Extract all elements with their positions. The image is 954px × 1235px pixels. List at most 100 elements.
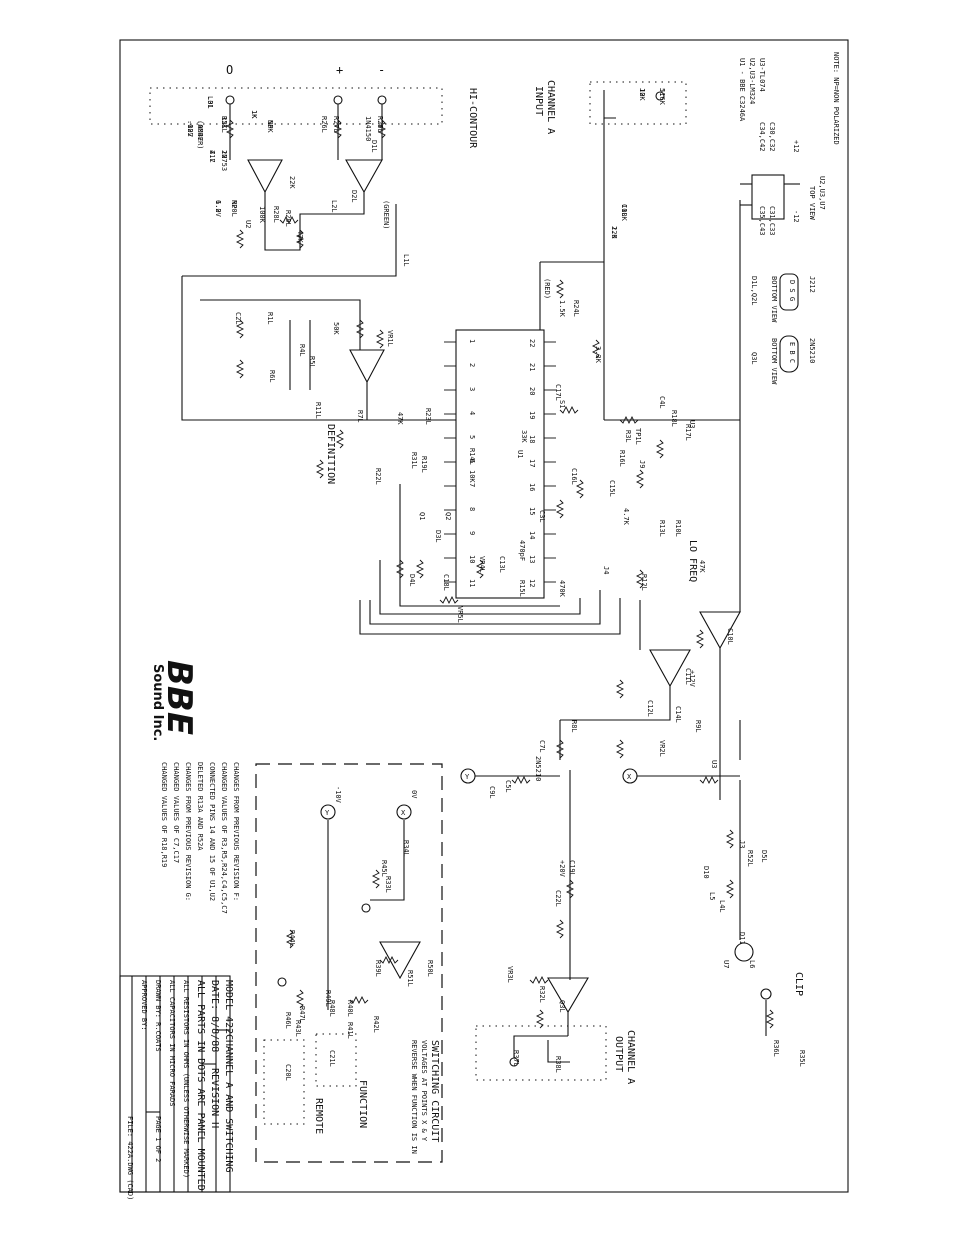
- component-label: J2: [638, 88, 646, 96]
- revision-line: CHANGED VALUES OF C7,C17: [172, 762, 180, 863]
- terminal-x-label: X: [627, 773, 632, 781]
- u1-pin-number: 11: [468, 579, 476, 587]
- ic-power-pinout: U2,U3,U7 TOP VIEW +12 -12 C30,C32 C34,C4…: [740, 122, 826, 236]
- component-label: (AMBER): [196, 120, 204, 150]
- u1-pin-number: 12: [528, 579, 536, 587]
- resistor-symbol: [315, 459, 325, 479]
- clip-led-icon: [760, 988, 772, 1000]
- component-label: C11L: [684, 668, 692, 685]
- component-label: L3L: [206, 96, 214, 109]
- component-label: C13L: [498, 556, 506, 573]
- component-label: 4.7: [208, 150, 216, 163]
- symbol-circle: O: [226, 63, 233, 77]
- component-label: -12V: [186, 120, 194, 138]
- resistor-symbol: [475, 559, 485, 579]
- u1-pin-number: 17: [528, 459, 536, 467]
- component-label: L6: [748, 960, 756, 968]
- input-label: INPUT: [533, 86, 544, 116]
- note-line: U2,U3-LM324: [748, 58, 756, 104]
- note-line: NOTE: NP=NON POLARIZED: [832, 52, 840, 145]
- title-resistor-note: ALL RESISTORS IN OHMS (UNLESS OTHERWISE …: [182, 980, 190, 1178]
- u1-pin-number: 19: [528, 411, 536, 419]
- resistor-symbol: [725, 829, 735, 849]
- component-label: R38L: [554, 1056, 562, 1073]
- led-l2l-icon: [333, 95, 343, 105]
- component-label: R18L: [670, 410, 678, 427]
- component-label: R21L: [220, 116, 228, 133]
- note-block: NOTE: NP=NON POLARIZED: [832, 52, 840, 145]
- transistor-pinout: 2N5210 E B C BOTTOM VIEW Q3L: [750, 335, 816, 385]
- resistor-symbol: [235, 229, 245, 249]
- component-label: D5L: [760, 850, 768, 863]
- component-label: 22K: [288, 176, 296, 189]
- component-label: 1.0: [610, 226, 618, 239]
- u1-pin-number: 3: [468, 387, 476, 391]
- component-label: (RED): [543, 278, 551, 299]
- component-label: R10L: [674, 520, 682, 537]
- component-label: R43L: [294, 1020, 302, 1037]
- u1-pin-number: 7: [468, 483, 476, 487]
- ic-u1-body: [455, 329, 545, 599]
- component-label: L4L: [718, 900, 726, 913]
- resistor-symbol: [559, 405, 579, 415]
- component-label: Q1: [418, 512, 426, 520]
- resistor-symbol: [377, 119, 387, 139]
- resistor-symbol: [375, 329, 385, 349]
- resistor-symbol: [535, 1009, 545, 1029]
- component-label: C5L: [504, 780, 512, 793]
- component-label: C21L: [328, 1050, 336, 1067]
- component-label: 50K: [332, 322, 340, 335]
- component-label: R35L: [798, 1050, 806, 1067]
- component-label: R34L: [402, 840, 410, 857]
- component-label: 56K: [266, 120, 274, 133]
- component-label: S1: [558, 400, 566, 408]
- title-cap-note: ALL CAPACITORS IN MICRO FARADS: [168, 980, 176, 1106]
- u1-pin-number: 10: [468, 555, 476, 563]
- u1-pin-number: 4: [468, 411, 476, 415]
- component-label: C18L: [442, 574, 450, 591]
- component-label: J9: [638, 460, 646, 468]
- node-y-icon: [320, 804, 336, 820]
- component-label: +12V: [688, 670, 696, 688]
- switching-note: REVERSE WHEN FUNCTION IS IN: [410, 1040, 418, 1154]
- lo-freq-label: LO FREQ: [687, 540, 698, 582]
- component-label: R42L: [372, 1016, 380, 1033]
- u1-pin-number: 21: [528, 363, 536, 371]
- component-label: 47K: [698, 560, 706, 573]
- u1-pin-number: 14: [528, 531, 536, 539]
- resistor-symbol: [333, 119, 343, 139]
- definition-label-group: DEFINITION: [325, 424, 336, 484]
- component-label: R15L: [518, 580, 526, 597]
- component-label: U3: [688, 420, 696, 428]
- component-label: NP: [266, 120, 274, 128]
- ic-power-topview: TOP VIEW: [808, 186, 816, 221]
- component-label: 1.0: [214, 200, 222, 213]
- component-label: 100K: [258, 206, 266, 224]
- component-label: 1.5K: [558, 300, 566, 318]
- resistor-symbol: [295, 229, 305, 249]
- resistor-symbol: [371, 869, 381, 889]
- clip-circuit: [734, 942, 772, 1036]
- component-label: R52L: [746, 850, 754, 867]
- neg10v-label: -10V: [334, 786, 342, 804]
- ic-body: [751, 174, 785, 220]
- resistor-symbol: [591, 339, 601, 359]
- component-label: C2L: [234, 312, 242, 325]
- u1-pin-number: 8: [468, 507, 476, 511]
- note-line: U1 - BBE C3246A: [738, 58, 746, 122]
- component-label: 470K: [558, 580, 566, 598]
- resistor-symbol: [355, 319, 365, 339]
- transistor-pinout-view: BOTTOM VIEW: [770, 338, 778, 385]
- note-lines: U3-TL074 U2,U3-LM324 U1 - BBE C3246A: [738, 58, 766, 122]
- resistor-symbol: [415, 559, 425, 579]
- node-x-label: X: [401, 809, 406, 817]
- component-label: J1: [658, 88, 666, 96]
- component-label: VR4L: [478, 556, 486, 573]
- component-label: C1L: [620, 204, 628, 217]
- component-label: 6.2V: [214, 200, 222, 218]
- clip-label-group: CLIP: [793, 972, 804, 996]
- resistor-symbol: [529, 975, 549, 985]
- component-label: R48L: [328, 1000, 336, 1017]
- title-drawn: DRAWN BY: R.COATS: [154, 980, 162, 1052]
